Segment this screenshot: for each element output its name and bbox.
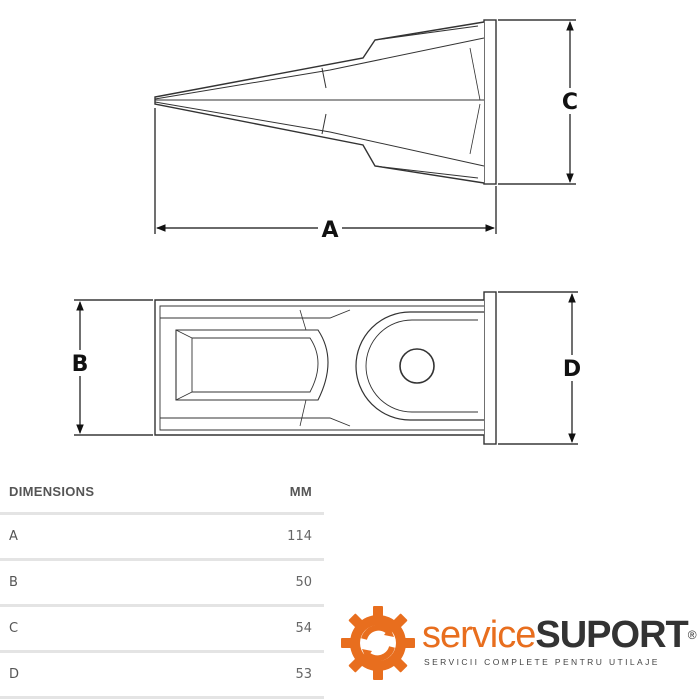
registered-mark: ® (687, 628, 697, 642)
brand-part-service: service (422, 614, 536, 656)
dim-label-b: B (72, 352, 89, 377)
header-mm: MM (289, 483, 312, 499)
dim-label-d: D (563, 357, 581, 382)
side-view (154, 19, 497, 185)
brand-name: serviceSUPORT® (422, 613, 697, 657)
header-dimensions: DIMENSIONS (9, 483, 95, 499)
gear-icon (341, 606, 415, 680)
row-label: B (9, 575, 18, 590)
brand-part-suport: SUPORT (535, 614, 688, 656)
servicesuport-logo: serviceSUPORT® SERVICII COMPLETE PENTRU … (340, 603, 697, 693)
dimensions-table: DIMENSIONS MM A 114 B 50 C 54 D 53 (0, 470, 324, 699)
technical-drawing: A C B D (71, 19, 582, 445)
row-value: 53 (295, 667, 312, 682)
brand-tagline: SERVICII COMPLETE PENTRU UTILAJE (424, 657, 660, 667)
row-value: 114 (287, 529, 312, 544)
row-label: C (9, 621, 19, 636)
row-label: A (9, 529, 18, 544)
table-row: A 114 (0, 515, 324, 561)
row-value: 50 (295, 575, 312, 590)
table-row: B 50 (0, 561, 324, 607)
table-row: C 54 (0, 607, 324, 653)
dim-label-c: C (562, 90, 578, 115)
dim-label-a: A (321, 218, 338, 243)
row-value: 54 (295, 621, 312, 636)
top-view (154, 291, 497, 445)
table-row: D 53 (0, 653, 324, 699)
row-label: D (9, 667, 20, 682)
table-header: DIMENSIONS MM (0, 470, 324, 515)
